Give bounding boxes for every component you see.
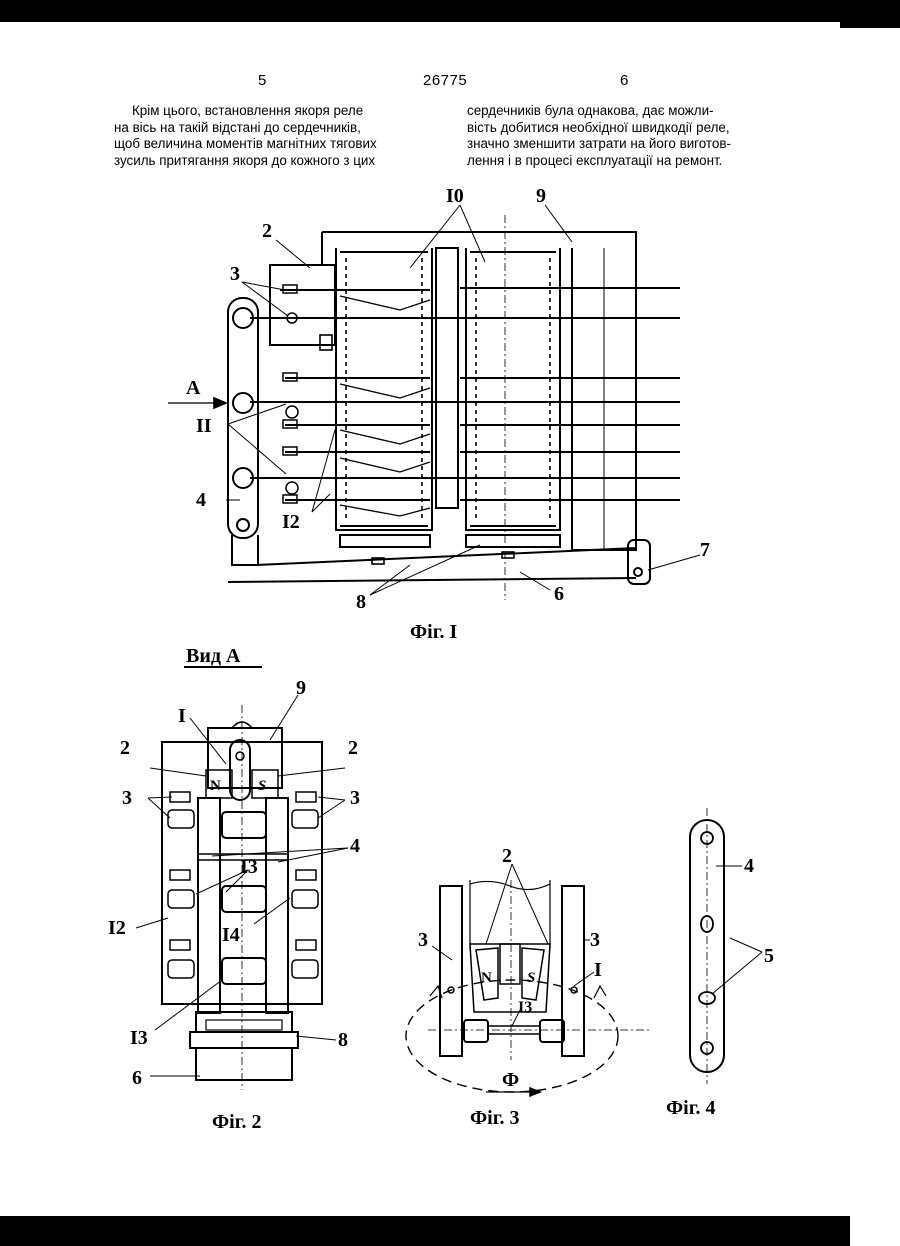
- fig1-label-7: 7: [700, 539, 710, 561]
- view-a-title: Вид А: [186, 645, 241, 667]
- fig2-label-3-right: 3: [350, 787, 360, 809]
- fig2-label-2-left: 2: [120, 737, 130, 759]
- figure-4: 4 5 Фіг. 4: [666, 808, 774, 1119]
- fig2-label-14: I4: [222, 924, 240, 946]
- fig2-label-13-top: I3: [240, 856, 258, 878]
- fig3-label-S: S: [527, 970, 535, 986]
- fig3-label-13: I3: [518, 999, 532, 1016]
- fig2-label-N: N: [210, 778, 221, 794]
- fig3-label-2: 2: [502, 845, 512, 867]
- figure-1: 2 3 I0 9 A II 4 I2 7 8 6 Фіг. I: [168, 185, 710, 643]
- fig4-label-5: 5: [764, 945, 774, 967]
- fig1-label-6: 6: [554, 583, 564, 605]
- fig2-label-13-bottom: I3: [130, 1027, 148, 1049]
- fig2-label-8: 8: [338, 1029, 348, 1051]
- fig2-caption: Фіг. 2: [212, 1111, 262, 1133]
- fig1-label-4: 4: [196, 489, 206, 511]
- fig2-label-2-right: 2: [348, 737, 358, 759]
- fig1-label-8: 8: [356, 591, 366, 613]
- fig1-label-3: 3: [230, 263, 240, 285]
- figure-3: 2 3 3 I N S I3 Ф Фіг. 3: [406, 845, 650, 1129]
- fig3-label-3-right: 3: [590, 929, 600, 951]
- fig3-label-3-left: 3: [418, 929, 428, 951]
- figure-2: Вид А: [108, 645, 360, 1133]
- fig3-caption: Фіг. 3: [470, 1107, 520, 1129]
- fig2-label-S: S: [258, 778, 266, 794]
- fig2-label-1: I: [178, 705, 186, 727]
- fig2-label-9: 9: [296, 677, 306, 699]
- fig1-label-2: 2: [262, 220, 272, 242]
- fig3-label-phi: Ф: [502, 1069, 519, 1091]
- fig1-label-11: II: [196, 415, 212, 437]
- fig4-caption: Фіг. 4: [666, 1097, 716, 1119]
- fig1-label-A: A: [186, 377, 201, 399]
- fig4-label-4: 4: [744, 855, 754, 877]
- fig2-label-4: 4: [350, 835, 360, 857]
- fig1-label-9: 9: [536, 185, 546, 207]
- fig2-label-6: 6: [132, 1067, 142, 1089]
- fig1-caption: Фіг. I: [410, 621, 458, 643]
- fig2-label-3-left: 3: [122, 787, 132, 809]
- fig3-label-N: N: [481, 970, 492, 986]
- fig3-label-1: I: [594, 959, 602, 981]
- fig1-label-10: I0: [446, 185, 464, 207]
- fig2-label-12: I2: [108, 917, 126, 939]
- fig1-label-12: I2: [282, 511, 300, 533]
